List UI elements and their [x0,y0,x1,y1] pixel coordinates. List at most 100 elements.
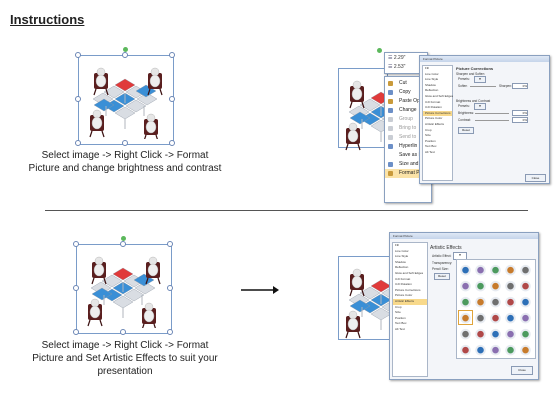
sharpen-slider[interactable] [470,85,496,87]
artistic-effect-thumbnail[interactable] [519,295,532,308]
artistic-effect-thumbnail[interactable] [504,263,517,276]
nav-item-picture-color[interactable]: Picture Color [425,116,443,121]
artistic-effect-thumbnail[interactable] [459,327,472,340]
caption-line: presentation [97,366,153,377]
nav-item-picture-color[interactable]: Picture Color [395,293,413,298]
nav-item-shadow[interactable]: Shadow [395,259,406,264]
artistic-effect-thumbnail[interactable] [459,295,472,308]
artistic-effect-thumbnail[interactable] [459,263,472,276]
presets-dropdown[interactable]: ▼ [474,103,486,110]
artistic-effect-thumbnail[interactable] [474,279,487,292]
nav-item-line-style[interactable]: Line Style [395,254,409,259]
close-button[interactable]: Close [511,366,533,375]
reset-button[interactable]: Reset [458,127,474,134]
nav-item-size[interactable]: Size [425,133,431,138]
puzzle-piece [91,287,113,301]
artistic-effect-thumbnail[interactable] [474,343,487,356]
artistic-effect-thumbnail[interactable] [519,327,532,340]
contrast-input[interactable]: 0% [512,117,528,123]
nav-item-text-box[interactable]: Text Box [395,321,407,326]
sharpen-input[interactable]: 0% [512,83,528,89]
artistic-effect-thumbnail[interactable] [474,327,487,340]
nav-item-crop[interactable]: Crop [395,304,402,309]
artistic-effect-thumbnail[interactable] [489,327,502,340]
nav-item-size[interactable]: Size [395,310,401,315]
artistic-effect-thumbnail[interactable] [504,343,517,356]
nav-item-3-d-format[interactable]: 3-D Format [395,276,411,281]
nav-item-picture-corrections[interactable]: Picture Corrections [423,110,452,117]
artistic-effect-thumbnail[interactable] [504,295,517,308]
artistic-effect-thumbnail[interactable] [474,263,487,276]
nav-item-line-color[interactable]: Line Color [395,248,409,253]
artistic-effect-thumbnail[interactable] [519,343,532,356]
artistic-effect-thumbnail[interactable] [489,263,502,276]
close-button[interactable]: Close [525,174,546,182]
menu-item-group[interactable]: Group [385,115,431,124]
artistic-effect-thumbnail[interactable] [504,327,517,340]
section-divider [45,210,528,211]
menu-item-size-and[interactable]: Size and [385,160,431,169]
artistic-effect-thumbnail[interactable] [489,311,502,324]
nav-item-alt-text[interactable]: Alt Text [395,326,405,331]
nav-item-3-d-rotation[interactable]: 3-D Rotation [395,282,412,287]
artistic-effect-thumbnail[interactable] [474,295,487,308]
artistic-effect-thumbnail[interactable] [489,343,502,356]
presets-dropdown[interactable]: ▼ [474,76,486,83]
artistic-effect-thumbnail[interactable] [489,279,502,292]
contrast-slider[interactable] [475,119,509,121]
nav-item-line-color[interactable]: Line Color [425,71,439,76]
nav-item-reflection[interactable]: Reflection [425,88,439,93]
artistic-effect-thumbnail[interactable] [459,279,472,292]
menu-item-change[interactable]: Change [385,106,431,115]
nav-item-line-style[interactable]: Line Style [425,77,439,82]
brightness-slider[interactable] [475,112,509,114]
menu-item-copy[interactable]: Copy [385,88,431,97]
artistic-effect-thumbnail[interactable] [519,263,532,276]
nav-item-fill[interactable]: Fill [425,66,429,70]
menu-item-save-as-i[interactable]: Save as I [385,151,431,160]
nav-item-artistic-effects[interactable]: Artistic Effects [393,298,427,305]
reset-button[interactable]: Reset [434,273,450,280]
brightness-input[interactable]: 0% [512,110,528,116]
artistic-effect-thumbnail[interactable] [459,343,472,356]
menu-item-bring-to[interactable]: Bring to [385,124,431,133]
nav-item-picture-corrections[interactable]: Picture Corrections [395,287,421,292]
nav-item-text-box[interactable]: Text Box [425,144,437,149]
nav-item-3-d-format[interactable]: 3-D Format [425,99,441,104]
artistic-effect-thumbnail[interactable] [458,310,473,325]
menu-item-send-to[interactable]: Send to [385,133,431,142]
rotate-handle[interactable] [121,236,126,241]
nav-item-glow-and-soft-edges[interactable]: Glow and Soft Edges [395,270,424,275]
nav-item-crop[interactable]: Crop [425,127,432,132]
nav-item-fill[interactable]: Fill [395,243,399,247]
selected-image-2[interactable] [338,68,419,152]
artistic-effect-thumbnail[interactable] [489,295,502,308]
nav-item-glow-and-soft-edges[interactable]: Glow and Soft Edges [425,93,454,98]
nav-item-reflection[interactable]: Reflection [395,265,409,270]
selected-image-1[interactable] [75,47,175,146]
nav-item-alt-text[interactable]: Alt Text [425,149,435,154]
menu-item-cut[interactable]: Cut [385,79,431,88]
artistic-effect-thumbnail[interactable] [519,311,532,324]
artistic-effect-thumbnail[interactable] [474,311,487,324]
menu-item-hyperlin[interactable]: Hyperlin [385,142,431,151]
rotate-handle[interactable] [377,48,382,53]
selected-image-3[interactable] [73,236,173,335]
nav-item-position[interactable]: Position [425,138,436,143]
artistic-effect-thumbnail[interactable] [504,311,517,324]
menu-item-format-picture[interactable]: Format Picture... [385,169,436,178]
width-field[interactable]: ☰ 2.53" [388,64,406,70]
nav-item-artistic-effects[interactable]: Artistic Effects [425,121,444,126]
selected-image-4[interactable] [338,256,419,340]
nav-item-position[interactable]: Position [395,315,406,320]
artistic-effect-thumbnail[interactable] [519,279,532,292]
person-body [347,317,359,331]
rotate-handle[interactable] [123,47,128,52]
height-field[interactable]: ☰ 2.29" [388,55,406,61]
chair-leg [87,319,91,327]
puzzle-piece [101,274,123,288]
artistic-effect-thumbnail[interactable] [504,279,517,292]
nav-item-shadow[interactable]: Shadow [425,82,436,87]
nav-item-3-d-rotation[interactable]: 3-D Rotation [425,105,442,110]
menu-item-paste-op[interactable]: Paste Op [385,97,431,106]
